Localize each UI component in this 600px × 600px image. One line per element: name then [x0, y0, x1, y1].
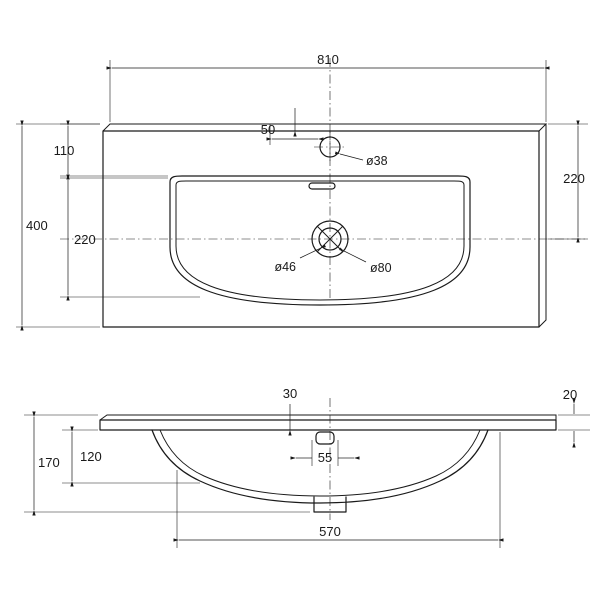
top-view-group: 810 400 110 220 50 220 ø38 ø46	[16, 52, 588, 331]
front-bowl-inner	[159, 429, 481, 497]
callout-label-d46: ø46	[274, 260, 296, 274]
dim-label-810: 810	[317, 52, 339, 67]
dim-label-400: 400	[26, 218, 48, 233]
front-rim-top	[99, 419, 557, 431]
front-view-group: 30 55 20 170 120 570	[24, 386, 590, 548]
dim-label-30: 30	[283, 386, 297, 401]
dim-label-570: 570	[319, 524, 341, 539]
dim-label-55: 55	[318, 450, 332, 465]
front-bowl-profile	[151, 429, 489, 504]
dim-label-110: 110	[54, 143, 75, 158]
callout-label-d80: ø80	[370, 261, 392, 275]
bowl-outline	[169, 175, 471, 306]
front-overflow-slot	[315, 431, 335, 445]
front-waste-outlet	[313, 496, 347, 513]
callout-label-d38: ø38	[366, 154, 388, 168]
basin-top-outline	[102, 130, 540, 328]
dim-label-50: 50	[261, 122, 275, 137]
dim-label-220-depth: 220	[74, 232, 96, 247]
front-rim-bevel	[99, 414, 557, 421]
leader-d46	[299, 244, 327, 259]
leader-d38	[334, 151, 364, 161]
bowl-inner-contour	[175, 180, 465, 301]
dim-label-20: 20	[563, 387, 577, 402]
dim-label-170: 170	[38, 455, 60, 470]
basin-rear-edge-right	[538, 124, 547, 328]
basin-rear-edge	[102, 123, 548, 132]
overflow-slot	[308, 182, 336, 190]
dim-label-220-right: 220	[563, 171, 585, 186]
dim-label-120: 120	[80, 449, 102, 464]
leader-d80	[338, 247, 367, 263]
